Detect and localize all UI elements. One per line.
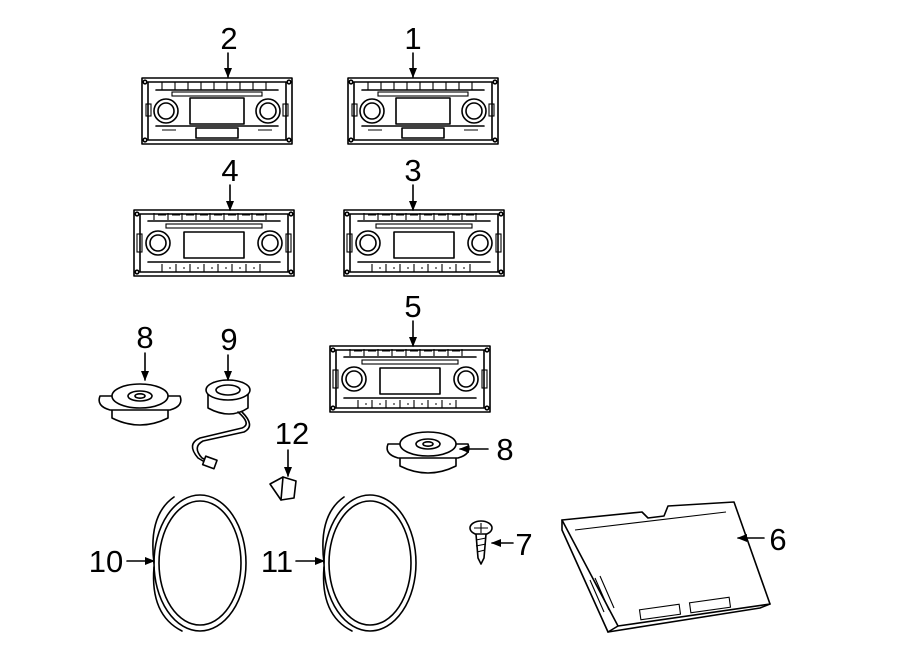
screw-7: [469, 520, 493, 565]
callout-6: 6: [769, 522, 786, 557]
callout-4: 4: [221, 153, 238, 188]
callout-5: 5: [404, 289, 421, 324]
module-6: [561, 501, 771, 633]
clip-12: [269, 476, 297, 501]
speaker-11: [322, 494, 417, 632]
radio-5: [329, 345, 491, 413]
callout-10: 10: [89, 544, 123, 579]
radio-2: [141, 77, 293, 145]
callout-2: 2: [220, 21, 237, 56]
speaker-9: [191, 379, 251, 470]
speaker-8-right: [386, 431, 470, 474]
leader-arrows: [126, 52, 765, 565]
radio-1: [347, 77, 499, 145]
speaker-10: [152, 494, 247, 632]
callout-8-right: 8: [496, 432, 513, 467]
callout-12: 12: [275, 416, 309, 451]
radio-4: [133, 209, 295, 277]
radio-3: [343, 209, 505, 277]
speaker-8-left: [98, 383, 182, 426]
callout-3: 3: [404, 153, 421, 188]
callout-7: 7: [515, 527, 532, 562]
callout-9: 9: [220, 322, 237, 357]
callout-1: 1: [404, 21, 421, 56]
callout-8-left: 8: [136, 320, 153, 355]
callout-11: 11: [261, 544, 293, 579]
